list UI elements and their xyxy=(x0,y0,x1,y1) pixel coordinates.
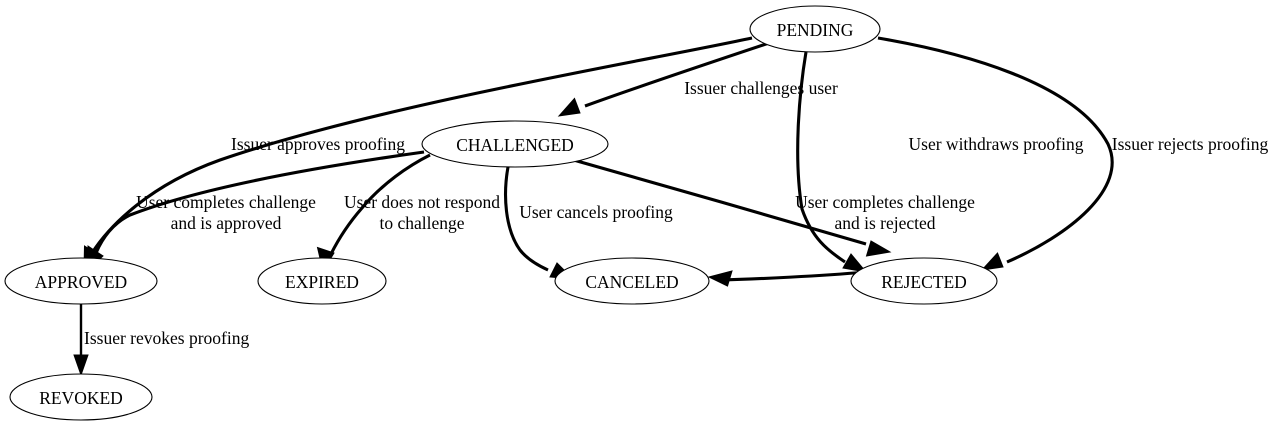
node-pending-label: PENDING xyxy=(777,20,854,40)
edge-challenged-rejected xyxy=(569,157,892,257)
node-challenged-ellipse[interactable] xyxy=(421,120,609,168)
arrowhead-pending-canceled xyxy=(842,253,868,273)
arrowhead-canceled-incoming xyxy=(707,270,733,287)
node-pending-ellipse[interactable] xyxy=(749,5,881,53)
edge-pending-canceled xyxy=(796,51,868,273)
edge-path-challenged-rejected xyxy=(569,157,867,246)
edge-challenged-canceled xyxy=(504,166,575,280)
node-expired[interactable]: EXPIRED xyxy=(257,257,387,305)
node-canceled-label: CANCELED xyxy=(585,272,678,292)
arrowhead-approved-revoked xyxy=(73,354,89,377)
edge-label-pending-canceled: User withdraws proofing xyxy=(909,134,1084,154)
node-approved-label: APPROVED xyxy=(35,272,127,292)
node-challenged-label: CHALLENGED xyxy=(456,135,574,155)
node-expired-ellipse[interactable] xyxy=(257,257,387,305)
node-canceled[interactable]: CANCELED xyxy=(554,257,710,305)
edge-label-challenged-expired-line2: to challenge xyxy=(379,213,464,233)
node-revoked-label: REVOKED xyxy=(39,388,123,408)
edge-path-pending-approved xyxy=(90,36,753,254)
node-pending[interactable]: PENDING xyxy=(749,5,881,53)
node-rejected[interactable]: REJECTED xyxy=(850,257,998,305)
edge-pending-canceled-crossing xyxy=(707,270,867,287)
edge-path-canceled-incoming xyxy=(719,270,867,282)
arrowhead-pending-challenged xyxy=(557,97,581,117)
edge-path-pending-rejected xyxy=(877,36,1114,264)
edge-label-challenged-rejected-line2: and is rejected xyxy=(834,213,935,233)
edge-path-challenged-approved xyxy=(94,150,425,254)
edge-pending-rejected xyxy=(877,36,1114,271)
edge-label-approved-revoked: Issuer revokes proofing xyxy=(84,328,249,348)
node-approved-ellipse[interactable] xyxy=(4,257,158,305)
edge-path-pending-challenged xyxy=(584,41,770,108)
edge-path-challenged-canceled xyxy=(504,166,549,272)
node-approved[interactable]: APPROVED xyxy=(4,257,158,305)
edge-pending-challenged xyxy=(557,41,770,117)
node-rejected-ellipse[interactable] xyxy=(850,257,998,305)
edge-label-pending-rejected: Issuer rejects proofing xyxy=(1112,134,1269,154)
edge-label-challenged-rejected: User completes challenge and is rejected xyxy=(795,192,975,233)
node-canceled-ellipse[interactable] xyxy=(554,257,710,305)
edge-label-challenged-approved-line1: User completes challenge xyxy=(136,192,316,212)
edge-label-challenged-expired: User does not respond to challenge xyxy=(344,192,500,233)
edge-label-pending-approved: Issuer approves proofing xyxy=(231,134,405,154)
node-revoked[interactable]: REVOKED xyxy=(9,373,153,421)
edge-label-challenged-expired-line1: User does not respond xyxy=(344,192,500,212)
edge-path-pending-canceled xyxy=(796,51,846,264)
edge-label-challenged-approved-line2: and is approved xyxy=(171,213,282,233)
node-rejected-label: REJECTED xyxy=(881,272,967,292)
edge-label-challenged-canceled: User cancels proofing xyxy=(519,202,673,222)
edge-label-challenged-rejected-line1: User completes challenge xyxy=(795,192,975,212)
arrowhead-pending-rejected xyxy=(980,252,1004,271)
node-challenged[interactable]: CHALLENGED xyxy=(421,120,609,168)
edge-approved-revoked xyxy=(73,304,89,377)
node-expired-label: EXPIRED xyxy=(285,272,359,292)
arrowhead-challenged-rejected xyxy=(865,240,892,257)
node-revoked-ellipse[interactable] xyxy=(9,373,153,421)
edge-label-challenged-approved: User completes challenge and is approved xyxy=(136,192,316,233)
edge-label-pending-challenged: Issuer challenges user xyxy=(684,78,838,98)
edge-path-challenged-expired xyxy=(329,153,431,255)
